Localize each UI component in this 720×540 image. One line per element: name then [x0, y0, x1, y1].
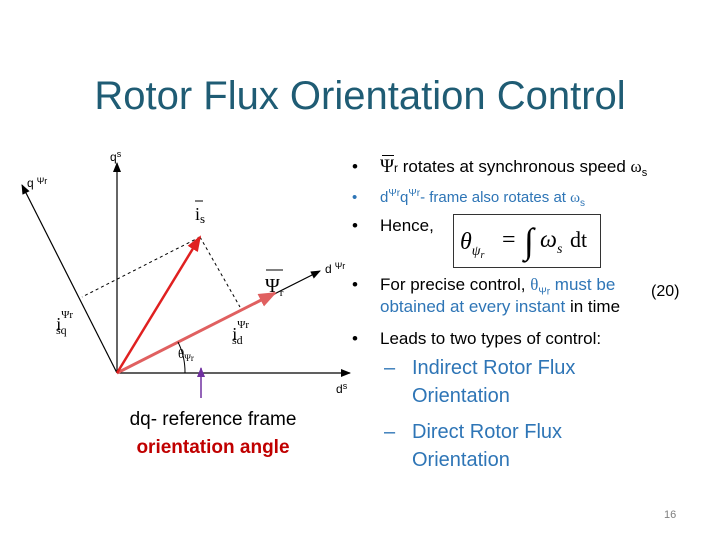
qs-label: qs	[110, 149, 122, 164]
ds-label: ds	[336, 381, 348, 396]
formula-graphic: θψr = ∫ ωs dt	[460, 221, 587, 263]
svg-text:ωs: ωs	[540, 227, 563, 257]
bullet-marker: •	[352, 216, 358, 235]
bullet-item-4: •For precise control, θΨr must be	[352, 275, 616, 298]
svg-text:=: =	[502, 227, 516, 253]
psi-subscript: r	[394, 161, 399, 175]
omega-subscript: s	[641, 167, 648, 179]
sub-item-indirect: –Indirect Rotor Flux Orientation	[384, 357, 576, 407]
svg-text:dt: dt	[570, 227, 587, 252]
bullet-item-4-line-2: obtained at every instant in time	[380, 297, 621, 316]
qpsi-axis	[21, 184, 118, 374]
bullet-3-text: Hence,	[380, 216, 434, 235]
omega-symbol: ω	[630, 157, 642, 176]
page-number: 16	[664, 509, 677, 521]
psi-symbol: Ψ	[380, 155, 395, 177]
bullet-marker: •	[352, 189, 358, 206]
bullet-5-text: Leads to two types of control:	[380, 329, 602, 348]
slide-title: Rotor Flux Orientation Control	[94, 74, 626, 118]
bullet-item-3: • Hence,	[352, 216, 434, 236]
bullet-item-1: • Ψr rotates at synchronous speed ωs	[352, 155, 648, 179]
psi-overbar	[382, 155, 394, 156]
bullet-1-text: rotates at synchronous speed	[398, 157, 631, 176]
bullet-2-text: - frame also rotates at	[420, 189, 571, 206]
equation-number: (20)	[651, 283, 680, 300]
svg-text:θψr: θψr	[460, 229, 485, 261]
psi-r-label: Ψr	[265, 275, 284, 299]
svg-text:∫: ∫	[522, 221, 536, 263]
bullet-item-5: • Leads to two types of control:	[352, 329, 601, 349]
integral-formula: θψr = ∫ ωs dt	[453, 214, 601, 268]
isd-projection-line	[199, 236, 241, 308]
isq-projection-line	[81, 236, 201, 298]
bullet-marker: •	[352, 275, 358, 294]
bullet-marker: •	[352, 329, 358, 348]
psi-r-vector	[116, 291, 277, 375]
caption-line-2: orientation angle	[136, 437, 290, 458]
is-label: is	[195, 204, 205, 226]
theta-label: θΨr	[178, 346, 194, 363]
bullet-marker: •	[352, 157, 358, 176]
diagram-caption: dq- reference frame orientation angle	[78, 406, 348, 462]
sub-item-direct: –Direct Rotor Flux Orientation	[384, 421, 563, 471]
bullet-item-2: •dΨrqΨr- frame also rotates at ωs	[352, 188, 585, 209]
caption-line-1: dq- reference frame	[129, 409, 297, 430]
is-vector	[115, 235, 202, 374]
theta-arc	[177, 341, 186, 374]
